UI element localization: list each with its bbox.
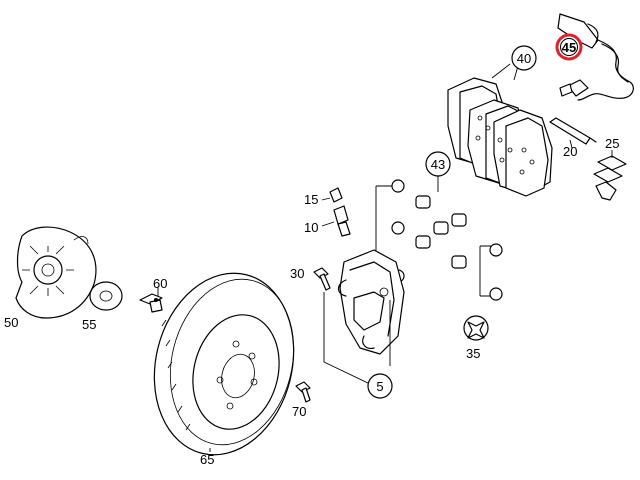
part-10-bleeder-screw[interactable] (321, 205, 351, 237)
callout-10-label: 10 (304, 220, 318, 235)
part-55-washer[interactable] (89, 281, 123, 311)
callout-40[interactable]: 40 (511, 45, 537, 71)
callout-45[interactable]: 45 (555, 33, 583, 61)
callout-65-label: 65 (200, 452, 214, 467)
callout-40-label: 40 (517, 51, 531, 66)
callout-43-label: 43 (431, 157, 445, 172)
part-40-brake-pads[interactable] (447, 63, 553, 197)
callout-60-label: 60 (153, 276, 167, 291)
callout-5[interactable]: 5 (367, 373, 393, 399)
callout-50-label: 50 (4, 315, 18, 330)
callout-30-label: 30 (290, 266, 304, 281)
callout-70-label: 70 (292, 404, 306, 419)
callout-20-label: 20 (563, 144, 577, 159)
part-50-dust-shield[interactable] (15, 226, 97, 319)
part-15-bleeder-cap[interactable] (321, 187, 343, 203)
callout-43[interactable]: 43 (425, 151, 451, 177)
callout-55-label: 55 (82, 317, 96, 332)
part-35-torx-bit[interactable] (463, 315, 489, 341)
callout-5-label: 5 (376, 379, 383, 394)
part-30-caliper-bolt[interactable] (313, 267, 331, 291)
part-5-brake-caliper[interactable] (323, 249, 405, 385)
part-25-spreader-spring[interactable] (593, 150, 627, 201)
part-20-guide-pin[interactable] (549, 117, 597, 149)
callout-35-label: 35 (466, 346, 480, 361)
callout-15-label: 15 (304, 192, 318, 207)
callout-45-label: 45 (562, 40, 576, 55)
part-60-bolt[interactable] (139, 288, 163, 313)
part-65-brake-disc[interactable] (136, 258, 312, 469)
callout-25-label: 25 (605, 136, 619, 151)
part-45-wear-sensor[interactable] (557, 13, 634, 101)
part-70-bolt[interactable] (295, 381, 311, 403)
